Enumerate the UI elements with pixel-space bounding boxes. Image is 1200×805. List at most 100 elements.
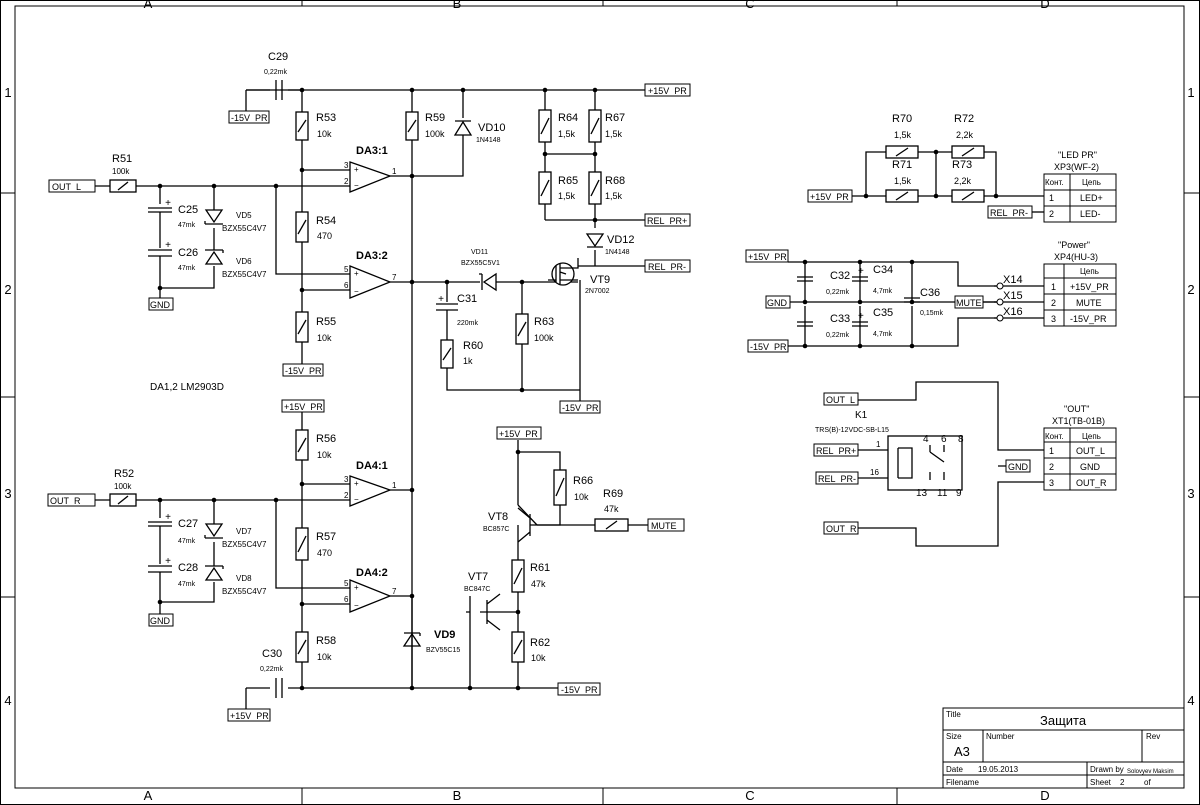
opamp-plus: + (354, 269, 359, 278)
resistor-r57 (295, 527, 309, 561)
net-text: -15V_PR (285, 366, 322, 376)
value-vd9: BZV55C15 (426, 647, 460, 654)
value-r61: 47k (531, 579, 546, 589)
relay-pin-11: 11 (937, 488, 948, 499)
label-c35: C35 (873, 307, 893, 319)
tb-drawn: Solovyev Maksim (1127, 769, 1174, 775)
label-da4-1: DA4:1 (356, 460, 388, 472)
xp4-hdr-net: Цепь (1080, 267, 1099, 276)
label-r71: R71 (892, 159, 912, 171)
opamp-minus: − (354, 601, 359, 610)
xp4-pin-3: 3 (1051, 314, 1056, 324)
plus-sign: + (858, 311, 864, 322)
net-label-mute (647, 518, 685, 532)
tb-of-label: of (1144, 778, 1151, 787)
net-text: REL_PR- (818, 474, 856, 484)
plus-sign: + (165, 556, 171, 567)
pin-label: 6 (344, 595, 349, 604)
label-r58: R58 (316, 635, 336, 647)
label-c30: C30 (262, 648, 282, 660)
zener-vd5 (204, 209, 224, 225)
relay-block (858, 381, 1044, 547)
opamp-da3-1 (349, 161, 392, 193)
value-r72: 2,2k (956, 130, 974, 140)
capacitor-c27 (148, 521, 172, 527)
value-vd10: 1N4148 (476, 137, 501, 144)
label-r63: R63 (534, 316, 554, 328)
net-label-rel-m (644, 259, 691, 273)
plus-sign: + (165, 198, 171, 209)
led-pr-nets (807, 189, 1033, 219)
power-contacts (996, 282, 1004, 322)
net-labels (47, 83, 691, 722)
transistor-vt7 (480, 593, 501, 631)
label-r73: R73 (952, 159, 972, 171)
opamp-minus: − (354, 287, 359, 296)
value-c27: 47mk (178, 538, 196, 545)
label-c25: C25 (178, 204, 198, 216)
row-label-4: 4 (4, 693, 11, 708)
label-c29: C29 (268, 51, 288, 63)
label-r61: R61 (530, 562, 550, 574)
label-vd10: VD10 (478, 122, 506, 134)
value-c33: 0,22mk (826, 332, 849, 339)
tb-sheet: 2 (1120, 778, 1125, 787)
power-labels: C32 0,22mk C34 4,7mk C36 0,15mk C33 0,22… (826, 264, 1023, 339)
tb-title-label: Title (946, 710, 961, 719)
col-label-c: C (745, 0, 754, 11)
net-label-out-r (47, 493, 96, 507)
col-label-b-bottom: B (453, 788, 462, 803)
label-vd11: VD11 (471, 249, 488, 256)
label-c28: C28 (178, 562, 198, 574)
net-label-gnd-2 (148, 613, 174, 627)
row-label-1: 1 (4, 85, 11, 100)
xp4-net-2: MUTE (1076, 298, 1102, 308)
net-label-m15v-4 (557, 682, 601, 696)
value-k1: TRS(B)-12VDC-SB-L15 (815, 427, 889, 434)
net-label-out-l (48, 179, 96, 193)
pin-label: 5 (344, 579, 349, 588)
net-label-rel-p (644, 213, 691, 227)
xt1-subtitle: XT1(TB-01B) (1052, 416, 1105, 426)
opamp-da4-2 (349, 579, 392, 613)
value-r51: 100k (112, 167, 130, 176)
pin-label: 1 (392, 167, 397, 176)
transistors (480, 258, 579, 631)
net-label-m15v-3 (559, 400, 601, 414)
net-text: OUT_R (50, 496, 81, 506)
resistor-r66 (553, 469, 567, 506)
tb-date: 19.05.2013 (978, 765, 1019, 774)
relay-pin-8: 8 (958, 434, 964, 445)
value-r63: 100k (534, 333, 554, 343)
zener-vd11 (479, 272, 497, 292)
value-r60: 1k (463, 356, 473, 366)
opamp-plus: + (354, 165, 359, 174)
xt1-net-2: GND (1080, 462, 1101, 472)
xp3-net-2: LED- (1080, 209, 1101, 219)
resistor-r56 (295, 429, 309, 461)
value-vt7: BC847C (464, 586, 490, 593)
tb-sheet-label: Sheet (1090, 778, 1112, 787)
pin-label: 3 (344, 161, 349, 170)
pin-label: 2 (344, 177, 349, 186)
label-vd8: VD8 (236, 574, 252, 583)
label-vd12: VD12 (607, 234, 635, 246)
opamp-da4-1 (349, 475, 392, 507)
value-vd7: BZX55C4V7 (222, 540, 267, 549)
value-vd5: BZX55C4V7 (222, 224, 267, 233)
net-text: REL_PR+ (647, 216, 687, 226)
net-text: GND (767, 298, 788, 308)
plus-sign: + (165, 512, 171, 523)
label-r66: R66 (573, 475, 593, 487)
relay-pin-1: 1 (876, 440, 881, 449)
resistor-r54 (295, 211, 309, 243)
net-text: MUTE (956, 298, 982, 308)
xt1-pin-2: 2 (1049, 462, 1054, 472)
net-text: REL_PR- (648, 262, 686, 272)
value-r70: 1,5k (894, 130, 912, 140)
wiring (95, 89, 648, 712)
relay-pin-4: 4 (923, 434, 929, 445)
net-label-15v-3 (496, 426, 542, 440)
xp3-hdr-pin: Конт. (1045, 178, 1064, 187)
